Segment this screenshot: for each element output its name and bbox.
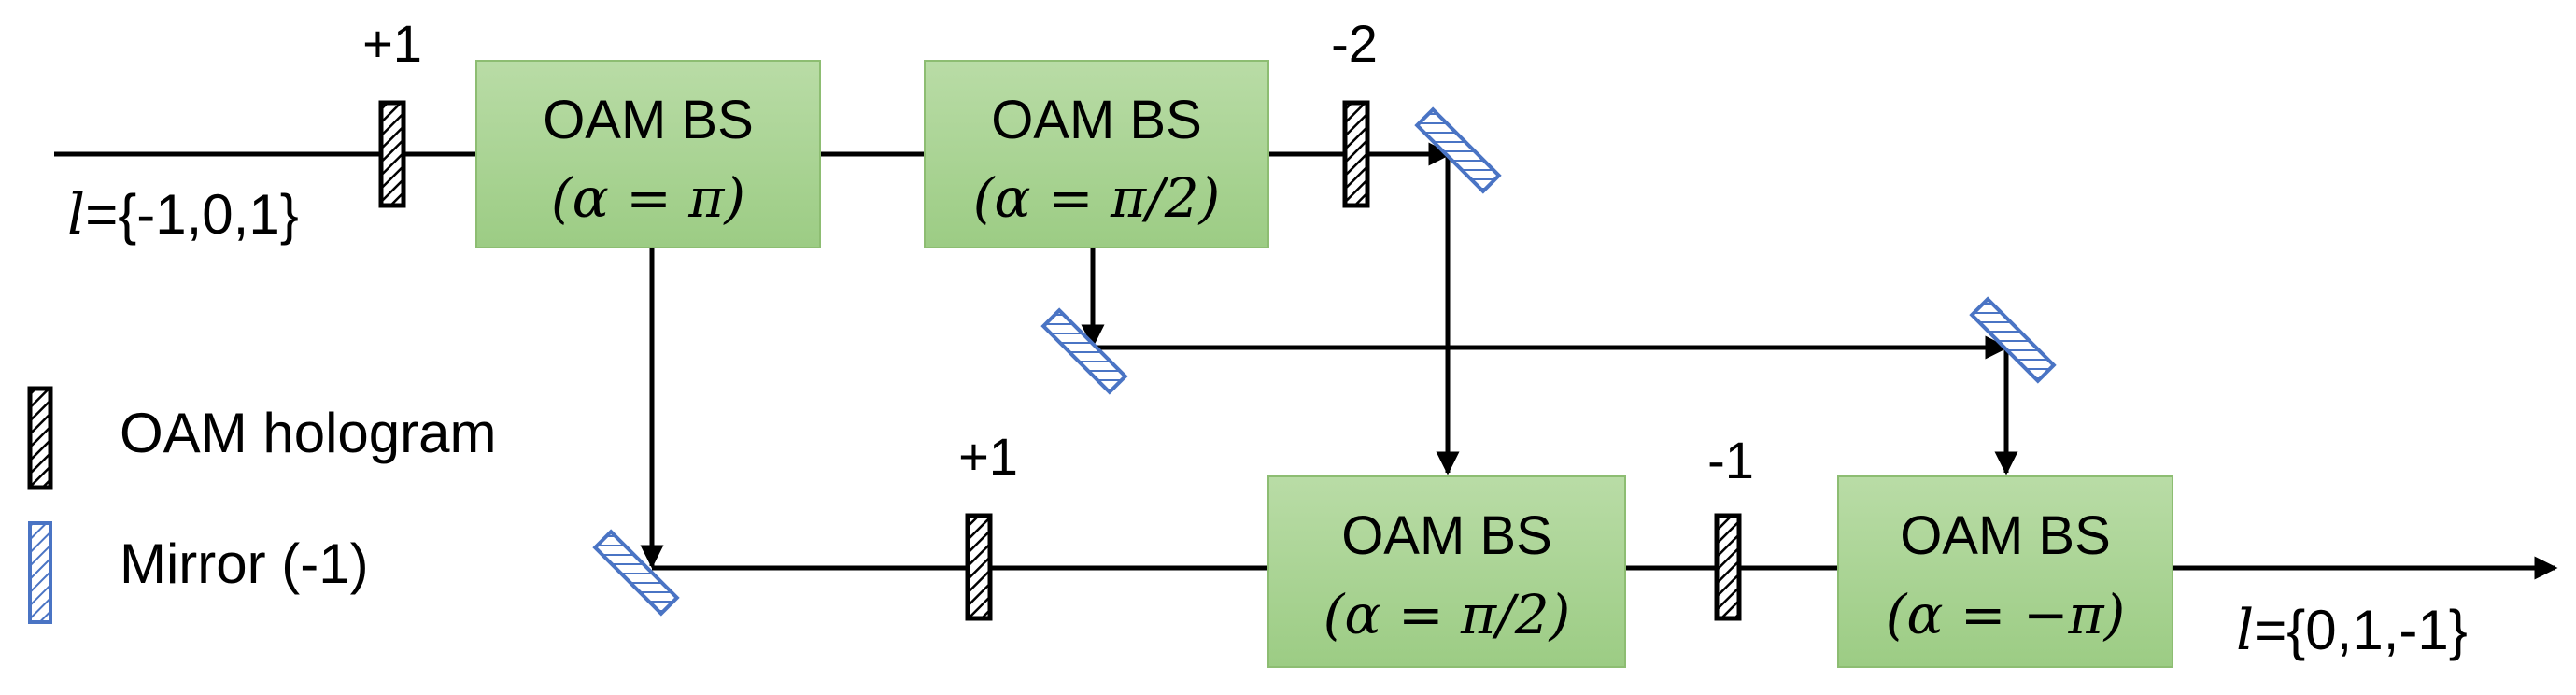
input-symbol: l (67, 182, 85, 248)
hologram-2-label: -2 (1331, 14, 1378, 73)
svg-text:l={-1,0,1}: l={-1,0,1} (67, 182, 299, 248)
mirror-2 (1040, 307, 1128, 395)
bs4-title: OAM BS (1900, 505, 2111, 566)
hologram-1: +1 (362, 14, 422, 208)
legend-mirror: Mirror (-1) (28, 521, 369, 624)
bs2-param: (α = π/2) (973, 166, 1220, 230)
svg-text:l={0,1,-1}: l={0,1,-1} (2236, 598, 2468, 663)
beam-splitter-1: OAM BS (α = π) (475, 60, 821, 248)
input-values: ={-1,0,1} (85, 183, 299, 246)
legend-mirror-label: Mirror (-1) (120, 532, 369, 595)
beam-splitter-3: OAM BS (α = π/2) (1267, 475, 1626, 668)
mirror-1 (1414, 106, 1502, 194)
input-label: l={-1,0,1} (67, 182, 299, 248)
legend-hologram-swatch (27, 386, 53, 490)
mirror-3 (1969, 296, 2057, 384)
output-label: l={0,1,-1} (2236, 598, 2468, 663)
output-symbol: l (2236, 598, 2254, 663)
bs4-param: (α = −π) (1886, 583, 2126, 646)
bs2-title: OAM BS (991, 90, 1202, 150)
beam-splitter-2: OAM BS (α = π/2) (924, 60, 1269, 248)
hologram-3-label: +1 (958, 427, 1018, 486)
legend: OAM hologram Mirror (-1) (27, 386, 496, 624)
beam-splitter-4: OAM BS (α = −π) (1837, 475, 2173, 668)
mirror-4 (592, 529, 680, 617)
output-values: ={0,1,-1} (2254, 599, 2468, 661)
bs1-title: OAM BS (543, 90, 754, 150)
legend-hologram: OAM hologram (27, 386, 496, 490)
bs1-param: (α = π) (551, 166, 745, 230)
bs3-title: OAM BS (1341, 505, 1552, 566)
beam-paths (54, 142, 2558, 580)
hologram-4: -1 (1707, 431, 1754, 621)
hologram-2: -2 (1331, 14, 1378, 208)
hologram-3: +1 (958, 427, 1018, 621)
legend-hologram-label: OAM hologram (120, 402, 496, 464)
legend-mirror-swatch (28, 521, 52, 624)
bs3-param: (α = π/2) (1323, 583, 1570, 646)
hologram-4-label: -1 (1707, 431, 1754, 489)
hologram-1-label: +1 (362, 14, 422, 73)
